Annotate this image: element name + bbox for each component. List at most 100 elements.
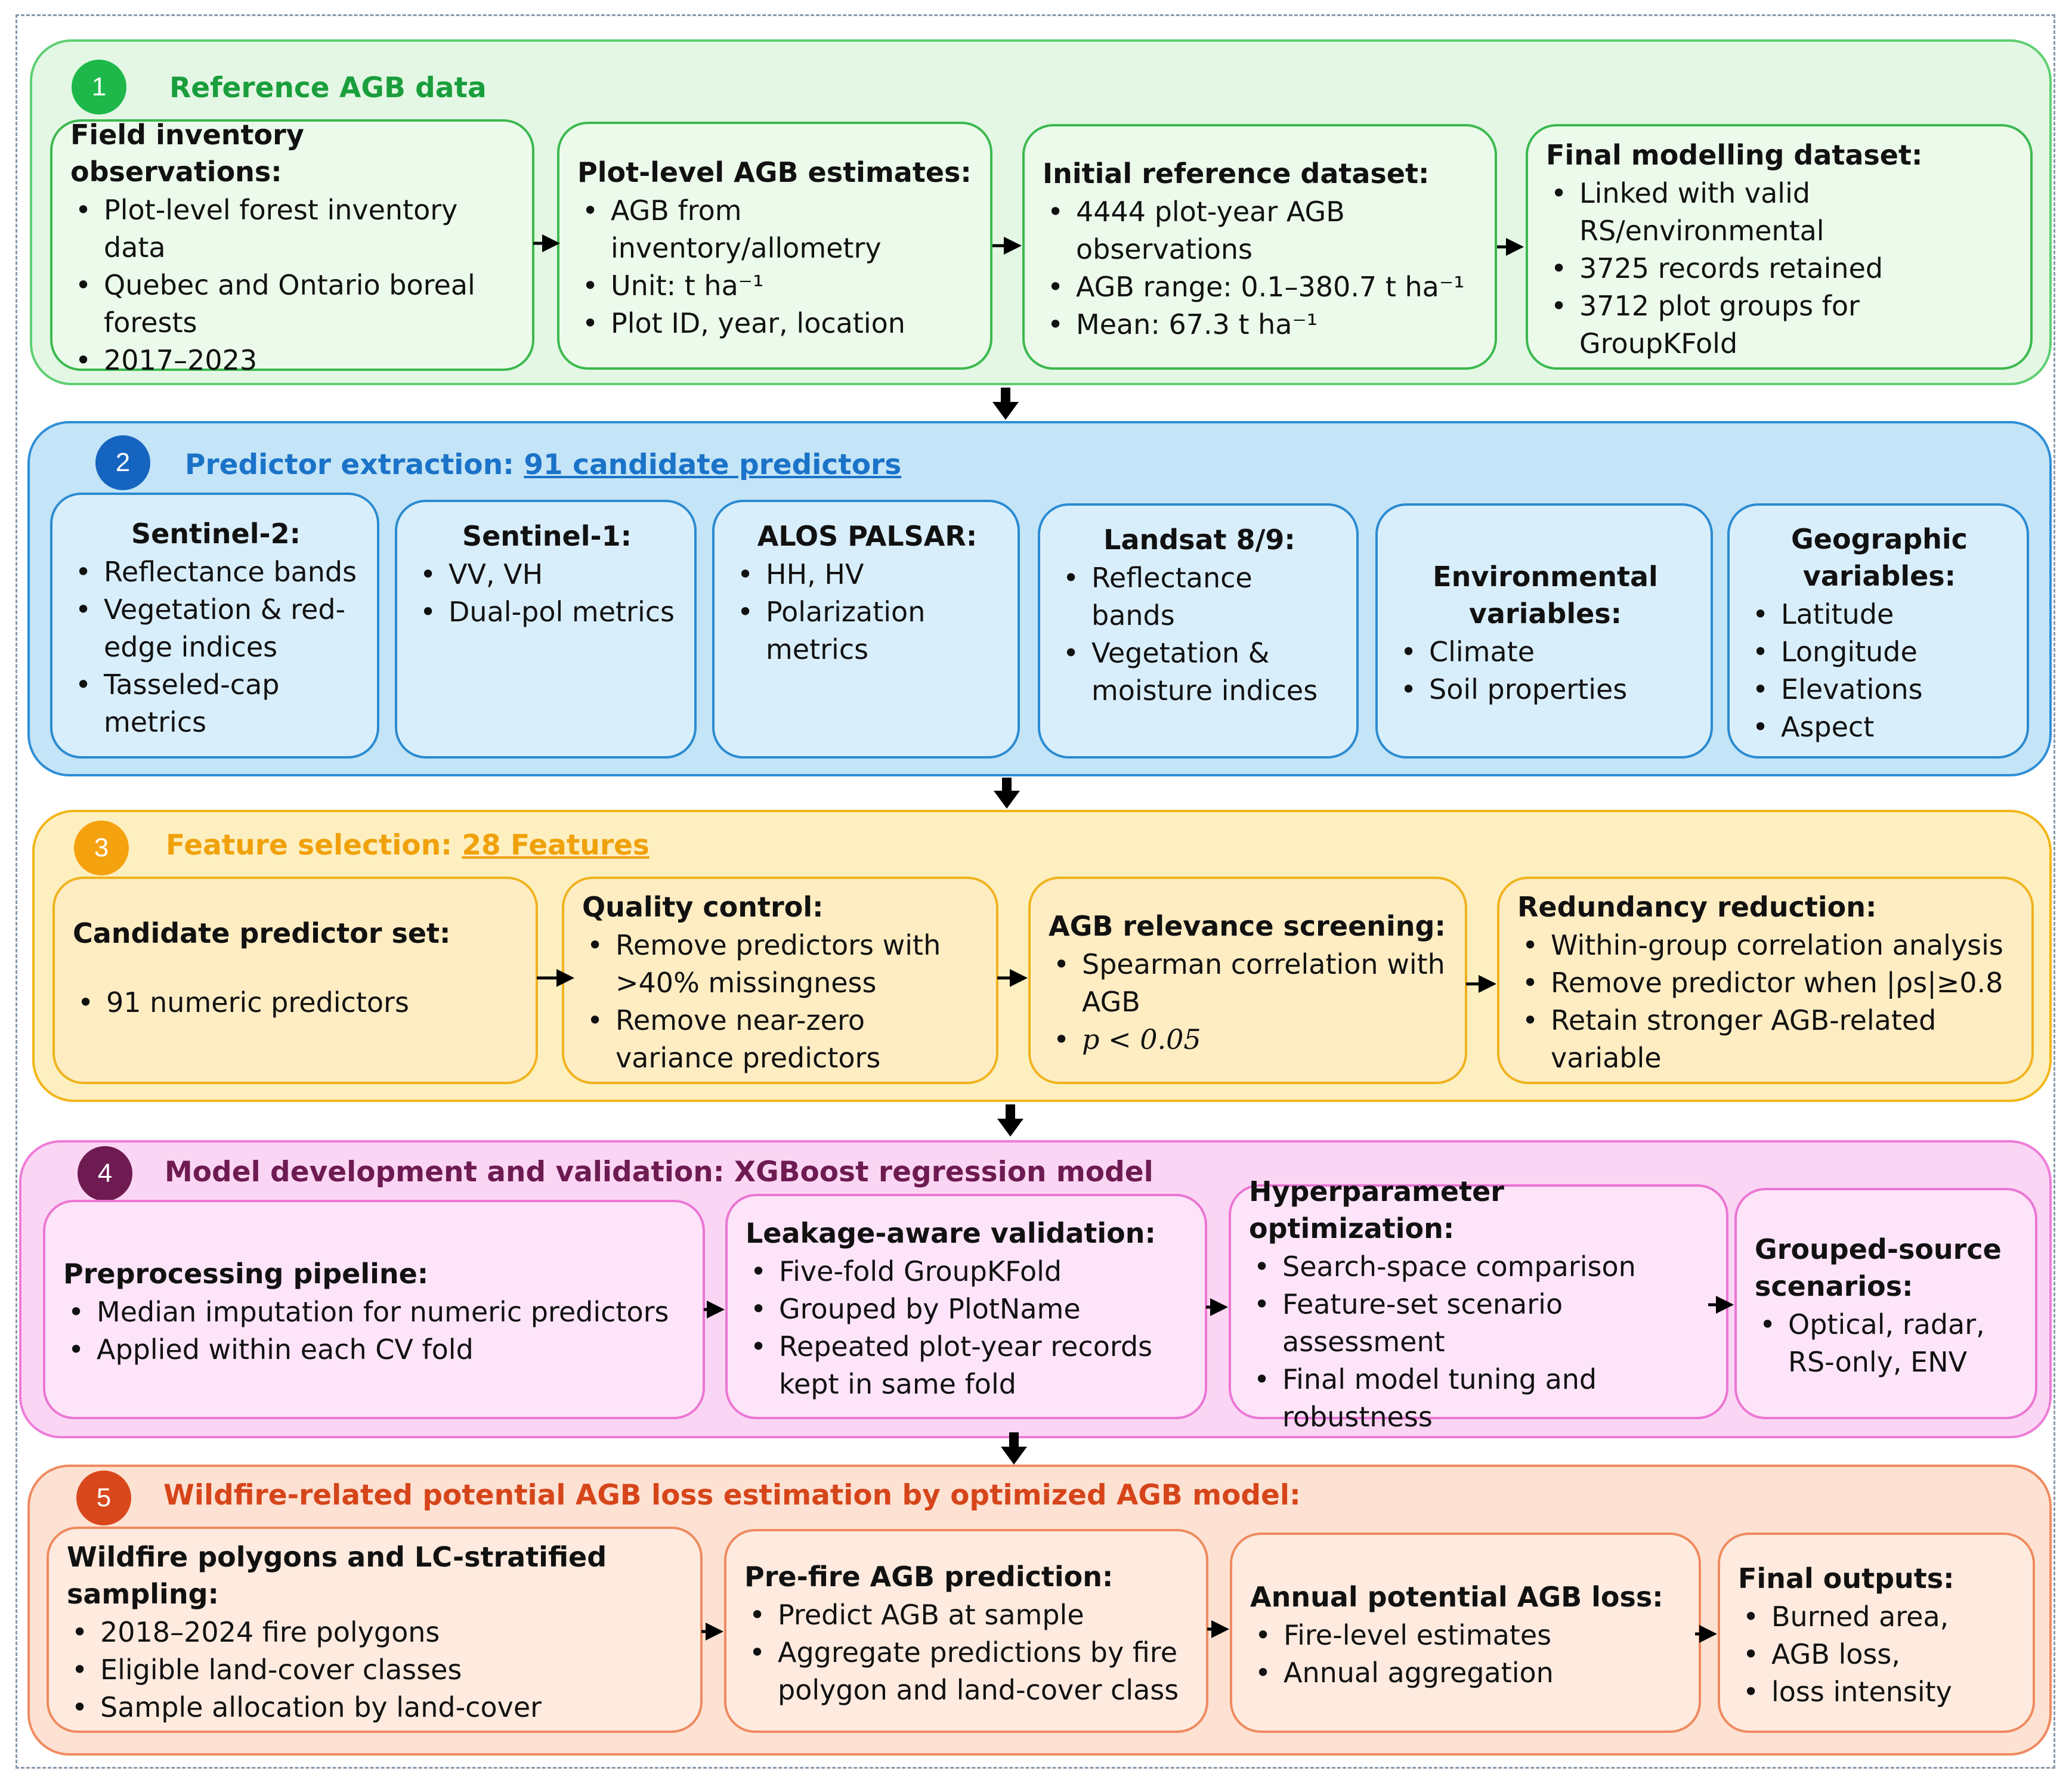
- list-item: AGB range: 0.1–380.7 t ha⁻¹: [1043, 268, 1479, 306]
- list-item: 3712 plot groups for GroupKFold: [1546, 287, 2015, 363]
- list-item: Five-fold GroupKFold: [746, 1253, 1189, 1290]
- list-item: Search-space comparison: [1249, 1248, 1711, 1286]
- list-item: Mean: 67.3 t ha⁻¹: [1043, 306, 1479, 343]
- list-item: Within-group correlation analysis: [1517, 927, 2016, 964]
- list-item: Climate: [1396, 633, 1695, 671]
- box-title: Final outputs:: [1738, 1562, 1955, 1595]
- box-title: Field inventory observations:: [70, 118, 304, 188]
- list-item: Soil properties: [1396, 671, 1695, 708]
- step-badge-4: 4: [78, 1146, 132, 1201]
- list-item: Vegetation & moisture indices: [1058, 634, 1341, 710]
- box-field-inventory: Field inventory observations: Plot-level…: [50, 118, 534, 379]
- list-item: 91 numeric predictors: [73, 984, 520, 1021]
- box-title: Annual potential AGB loss:: [1250, 1581, 1663, 1613]
- list-item: Grouped by PlotName: [746, 1290, 1189, 1328]
- list-item: Polarization metrics: [732, 593, 1002, 668]
- panel-title: Feature selection: 28 Features: [166, 829, 650, 862]
- box-title: Grouped-source scenarios:: [1755, 1233, 2002, 1302]
- step-badge-5: 5: [76, 1471, 131, 1525]
- box-final-modelling: Final modelling dataset: Linked with val…: [1526, 124, 2033, 370]
- list-item: Aggregate predictions by fire polygon an…: [744, 1634, 1190, 1709]
- list-item: Optical, radar, RS-only, ENV: [1755, 1306, 2020, 1381]
- box-grouped-source: Grouped-source scenarios: Optical, radar…: [1734, 1188, 2037, 1419]
- list-item: 4444 plot-year AGB observations: [1043, 193, 1479, 268]
- box-quality-control: Quality control: Remove predictors with …: [562, 877, 998, 1084]
- box-title: Plot-level AGB estimates:: [577, 156, 972, 188]
- list-item: Plot ID, year, location: [577, 305, 975, 342]
- list-item: Remove predictors with >40% missingness: [582, 927, 981, 1002]
- box-title: Final modelling dataset:: [1546, 138, 1923, 171]
- list-item: Aspect: [1748, 708, 2011, 746]
- panel-wildfire-loss: 5 Wildfire-related potential AGB loss es…: [27, 1465, 2052, 1756]
- box-title: Environmental variables:: [1433, 561, 1658, 630]
- list-item: Longitude: [1748, 633, 2011, 671]
- panel-model-development: 4 Model development and validation: XGBo…: [19, 1140, 2052, 1438]
- list-item: Plot-level forest inventory data: [70, 191, 517, 267]
- box-title: Quality control:: [582, 891, 824, 923]
- list-item: 2018–2024 fire polygons: [67, 1614, 685, 1651]
- box-wildfire-polygons: Wildfire polygons and LC-stratified samp…: [47, 1527, 703, 1733]
- box-title: Leakage-aware validation:: [746, 1217, 1156, 1249]
- list-item: Reflectance bands: [1058, 559, 1341, 634]
- box-relevance-screening: AGB relevance screening: Spearman correl…: [1028, 877, 1467, 1084]
- box-landsat: Landsat 8/9: Reflectance bands Vegetatio…: [1038, 503, 1359, 759]
- list-item: Repeated plot-year records kept in same …: [746, 1328, 1189, 1403]
- list-item: 3725 records retained: [1546, 250, 2015, 287]
- box-title: Pre-fire AGB prediction:: [744, 1560, 1114, 1593]
- box-title: Sentinel-1:: [462, 520, 632, 552]
- list-item: Latitude: [1748, 596, 2011, 633]
- list-item: Quebec and Ontario boreal forests: [70, 267, 517, 342]
- box-title: Landsat 8/9:: [1103, 524, 1295, 556]
- box-title: ALOS PALSAR:: [757, 520, 978, 552]
- list-item: 2017–2023: [70, 342, 517, 379]
- box-title: Hyperparameter optimization:: [1249, 1175, 1504, 1245]
- list-item: Dual-pol metrics: [415, 593, 679, 631]
- list-item: AGB from inventory/allometry: [577, 192, 975, 267]
- step-badge-3: 3: [74, 821, 129, 875]
- box-geographic: Geographic variables: Latitude Longitude…: [1727, 503, 2029, 759]
- step-badge-2: 2: [95, 435, 150, 490]
- list-item: loss intensity: [1738, 1673, 2017, 1711]
- panel-predictor-extraction: 2 Predictor extraction: 91 candidate pre…: [27, 421, 2052, 776]
- arrow-down: [994, 778, 1020, 809]
- list-item: Elevations: [1748, 671, 2011, 708]
- panel-reference-agb: 1 Reference AGB data Field inventory obs…: [30, 39, 2052, 385]
- panel-title: Wildfire-related potential AGB loss esti…: [163, 1479, 1301, 1512]
- list-item: Reflectance bands: [70, 553, 361, 591]
- box-prefire-prediction: Pre-fire AGB prediction: Predict AGB at …: [724, 1529, 1208, 1733]
- list-item: p < 0.05: [1049, 1021, 1449, 1058]
- list-item: Vegetation & red-edge indices: [70, 591, 361, 666]
- box-plot-level-agb: Plot-level AGB estimates: AGB from inven…: [557, 122, 992, 370]
- panel-feature-selection: 3 Feature selection: 28 Features Candida…: [32, 810, 2052, 1102]
- box-title: Initial reference dataset:: [1043, 157, 1430, 190]
- list-item: HH, HV: [732, 556, 1002, 593]
- list-item: Retain stronger AGB-related variable: [1517, 1002, 2016, 1077]
- box-title: AGB relevance screening:: [1049, 909, 1446, 942]
- list-item: Tasseled-cap metrics: [70, 666, 361, 741]
- arrow-down: [997, 1104, 1023, 1137]
- list-item: Applied within each CV fold: [63, 1331, 687, 1369]
- panel-title: Model development and validation: XGBoos…: [165, 1156, 1153, 1188]
- box-sentinel-1: Sentinel-1: VV, VH Dual-pol metrics: [395, 500, 697, 759]
- list-item: Remove predictor when |ρs|≥0.8: [1517, 964, 2016, 1002]
- list-item: AGB loss,: [1738, 1636, 2017, 1673]
- list-item: Sample allocation by land-cover: [67, 1689, 685, 1726]
- box-alos-palsar: ALOS PALSAR: HH, HV Polarization metrics: [712, 500, 1020, 759]
- list-item: Fire-level estimates: [1250, 1617, 1683, 1654]
- box-title: Preprocessing pipeline:: [63, 1258, 429, 1290]
- box-title: Wildfire polygons and LC-stratified samp…: [67, 1540, 607, 1610]
- box-sentinel-2: Sentinel-2: Reflectance bands Vegetation…: [50, 493, 379, 759]
- box-initial-reference: Initial reference dataset: 4444 plot-yea…: [1022, 124, 1497, 370]
- arrow-down: [992, 388, 1019, 420]
- list-item: Median imputation for numeric predictors: [63, 1293, 687, 1331]
- panel-title: Predictor extraction: 91 candidate predi…: [185, 448, 902, 481]
- box-title: Geographic variables:: [1791, 523, 1968, 592]
- list-item: Feature-set scenario assessment: [1249, 1286, 1711, 1361]
- box-final-outputs: Final outputs: Burned area, AGB loss, lo…: [1718, 1533, 2035, 1733]
- box-annual-loss: Annual potential AGB loss: Fire-level es…: [1230, 1533, 1701, 1733]
- outer-frame: [16, 14, 2055, 1769]
- box-leakage-validation: Leakage-aware validation: Five-fold Grou…: [725, 1194, 1207, 1419]
- box-title: Sentinel-2:: [131, 517, 301, 550]
- list-item: Spearman correlation with AGB: [1049, 946, 1449, 1021]
- list-item: Eligible land-cover classes: [67, 1651, 685, 1689]
